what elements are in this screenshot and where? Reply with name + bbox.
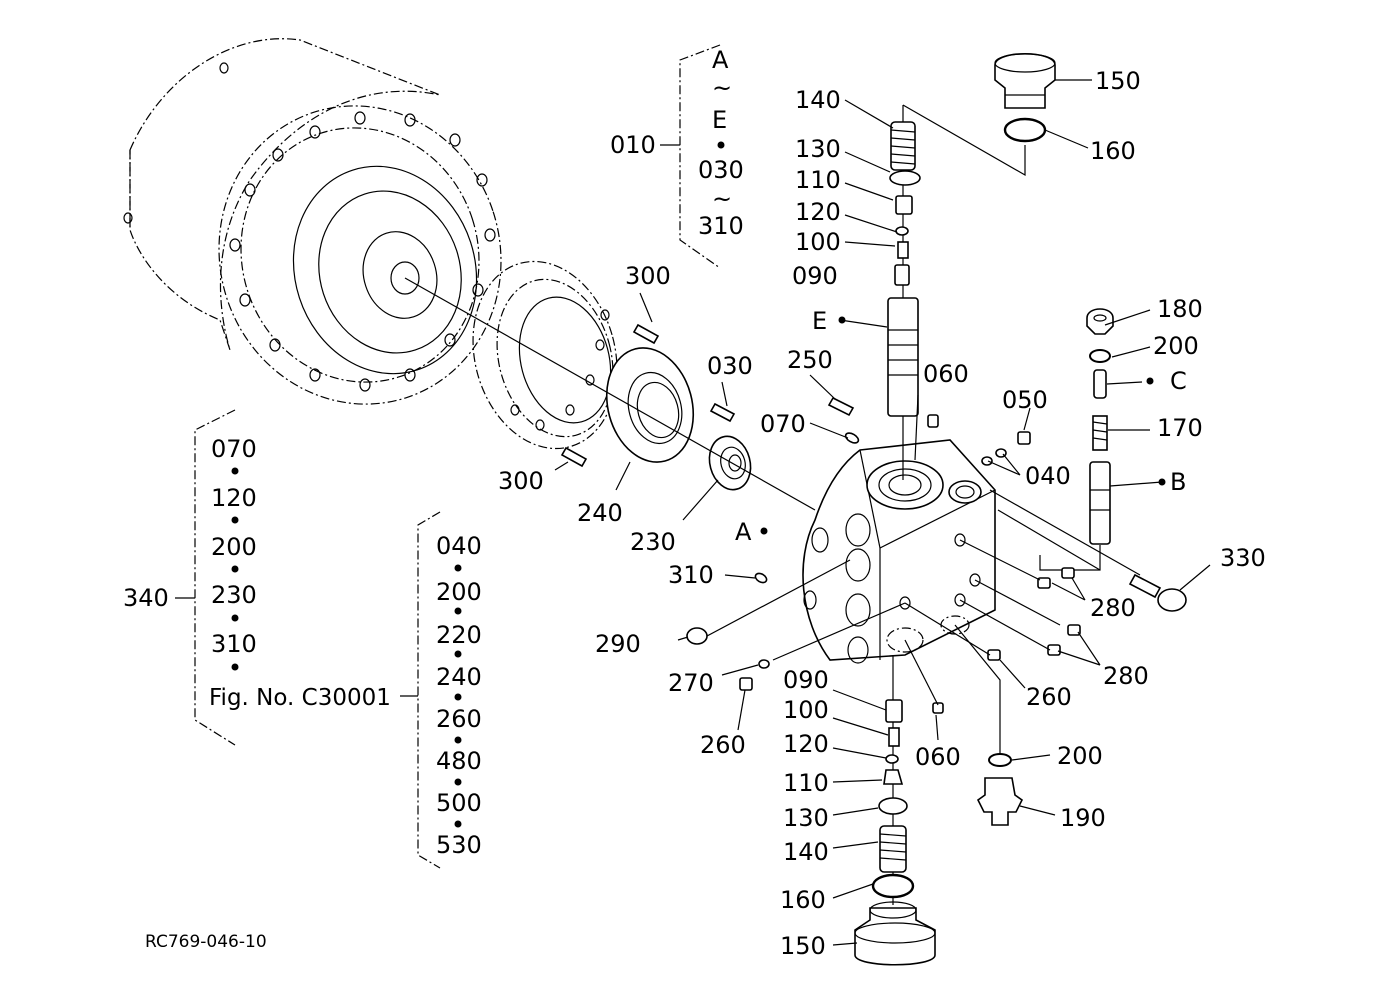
callout-a: A <box>735 518 752 546</box>
callout-130-bottom: 130 <box>783 804 829 832</box>
spool-stack-right <box>1039 308 1114 571</box>
callout-250: 250 <box>787 346 833 374</box>
callout-060-top: 060 <box>923 360 969 388</box>
callout-230: 230 <box>630 528 676 556</box>
callout-170: 170 <box>1157 414 1203 442</box>
drawing-reference-code: RC769-046-10 <box>145 932 267 952</box>
seal-240 <box>605 347 695 463</box>
callout-280-b: 280 <box>1103 662 1149 690</box>
callout-140-bottom: 140 <box>783 838 829 866</box>
callout-190: 190 <box>1060 804 1106 832</box>
callout-100-bottom: 100 <box>783 696 829 724</box>
callout-160-top: 160 <box>1090 137 1136 165</box>
callout-010-tilde1: ~ <box>712 74 733 102</box>
group-c30001-item: 220 <box>436 621 482 649</box>
group-c30001-item: 260 <box>436 705 482 733</box>
group-c30001-item: 500 <box>436 789 482 817</box>
group-c30001-item: 480 <box>436 747 482 775</box>
ring-gear <box>472 260 618 450</box>
callout-c: C <box>1170 367 1187 395</box>
callout-260-left: 260 <box>700 731 746 759</box>
callout-060-bottom: 060 <box>915 743 961 771</box>
callout-160-bottom: 160 <box>780 886 826 914</box>
callout-120-top: 120 <box>795 198 841 226</box>
final-drive-housing <box>123 38 502 405</box>
callout-240: 240 <box>577 499 623 527</box>
group-340-item: 310 <box>211 630 257 658</box>
callout-110-top: 110 <box>795 166 841 194</box>
callout-120-bottom: 120 <box>783 730 829 758</box>
callout-340: 340 <box>123 584 169 612</box>
callout-150-top: 150 <box>1095 67 1141 95</box>
callout-e: E <box>812 307 828 335</box>
callout-010-tilde2: ~ <box>712 185 733 213</box>
pins-300 <box>560 323 736 468</box>
callout-330: 330 <box>1220 544 1266 572</box>
bearing-230 <box>708 435 752 491</box>
callout-300-top: 300 <box>625 262 671 290</box>
small-parts <box>686 396 1101 755</box>
callout-310: 310 <box>668 561 714 589</box>
group-c30001-item: 040 <box>436 532 482 560</box>
bullets <box>231 141 1166 828</box>
callout-140-top: 140 <box>795 86 841 114</box>
callout-110-bottom: 110 <box>783 769 829 797</box>
callout-180: 180 <box>1157 295 1203 323</box>
callout-b: B <box>1170 468 1187 496</box>
group-340-item: 200 <box>211 533 257 561</box>
callout-070: 070 <box>760 410 806 438</box>
callout-030: 030 <box>707 352 753 380</box>
callout-200-bottom: 200 <box>1057 742 1103 770</box>
callout-150-bottom: 150 <box>780 932 826 960</box>
callout-010-030: 030 <box>698 156 744 184</box>
callout-090-top: 090 <box>792 262 838 290</box>
figure-reference: Fig. No. C30001 <box>209 685 391 711</box>
callout-010-a: A <box>712 46 729 74</box>
callout-090-bottom: 090 <box>783 666 829 694</box>
group-340-item: 230 <box>211 581 257 609</box>
group-c30001-item: 530 <box>436 831 482 859</box>
callout-270: 270 <box>668 669 714 697</box>
spool-stack-top <box>887 104 1026 480</box>
callout-260-right: 260 <box>1026 683 1072 711</box>
group-340-item: 120 <box>211 484 257 512</box>
callout-200-right: 200 <box>1153 332 1199 360</box>
plug-150-top <box>994 52 1056 143</box>
callout-300-bottom: 300 <box>498 467 544 495</box>
callout-010-310: 310 <box>698 212 744 240</box>
callout-130-top: 130 <box>795 135 841 163</box>
callout-040: 040 <box>1025 462 1071 490</box>
group-c30001-item: 200 <box>436 578 482 606</box>
plug-190 <box>976 753 1024 826</box>
spool-stack-bottom <box>854 655 936 966</box>
callout-290: 290 <box>595 630 641 658</box>
group-c30001-item: 240 <box>436 663 482 691</box>
valve-block <box>802 439 996 664</box>
leader-lines <box>175 44 1211 946</box>
callout-010: 010 <box>610 131 656 159</box>
callout-010-e: E <box>712 106 728 134</box>
bolt-330 <box>989 489 1187 612</box>
group-340-item: 070 <box>211 435 257 463</box>
callout-050: 050 <box>1002 386 1048 414</box>
callout-280-a: 280 <box>1090 594 1136 622</box>
callout-100-top: 100 <box>795 228 841 256</box>
